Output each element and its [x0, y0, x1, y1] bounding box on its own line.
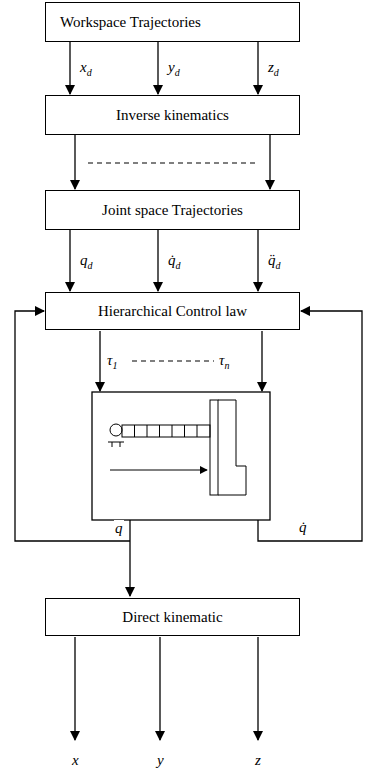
feedback-wire: [258, 311, 362, 541]
signal-label: x: [71, 752, 80, 769]
output-arrow: [159, 637, 160, 740]
box-text: Inverse kinematics: [116, 107, 229, 124]
signal-label: y: [156, 752, 165, 769]
torque-arrow: [99, 331, 100, 391]
signal-label: q: [114, 520, 124, 537]
signal-wire: [129, 520, 130, 596]
dashed-line: [132, 360, 214, 361]
connector-arrow: [69, 42, 70, 94]
box-text: Direct kinematic: [122, 609, 222, 626]
connector-arrow: [74, 135, 75, 189]
link-divider: [184, 425, 185, 437]
signal-label: q̇: [298, 519, 308, 536]
output-arrow: [74, 637, 75, 740]
connector-arrow: [69, 230, 70, 291]
dashed-line: [88, 162, 258, 163]
process-box: Joint space Trajectories: [45, 190, 300, 230]
signal-label: zd: [267, 59, 280, 81]
connector-arrow: [157, 230, 158, 291]
link-divider: [197, 425, 198, 437]
feedback-wire: [15, 311, 130, 541]
arm-links: [135, 425, 198, 437]
process-box: Hierarchical Control law: [45, 292, 300, 330]
output-arrow: [257, 637, 258, 740]
box-text: Workspace Trajectories: [60, 14, 201, 31]
signal-label: yd: [167, 59, 181, 81]
connector-arrow: [269, 135, 270, 189]
robot-arm: [108, 400, 246, 495]
signal-label: τn: [218, 352, 230, 374]
connector-arrow: [157, 42, 158, 94]
link-divider: [134, 425, 135, 437]
process-box: Workspace Trajectories: [45, 2, 300, 42]
signal-label: q̈d: [267, 252, 282, 274]
signal-label: τ1: [106, 352, 118, 374]
box-text: Joint space Trajectories: [102, 202, 243, 219]
link-divider: [159, 425, 160, 437]
box-text: Hierarchical Control law: [98, 303, 247, 320]
signal-label: qd: [79, 252, 94, 274]
signal-label: z: [254, 752, 262, 769]
link-divider: [147, 425, 148, 437]
link-divider: [172, 425, 173, 437]
process-box: Direct kinematic: [45, 598, 300, 636]
connector-arrow: [257, 42, 258, 94]
torque-arrow: [261, 331, 262, 391]
signal-label: xd: [79, 59, 93, 81]
connector-arrow: [257, 230, 258, 291]
process-box: Inverse kinematics: [45, 95, 300, 135]
signal-label: q̇d: [167, 252, 182, 274]
robot-box: [92, 392, 270, 520]
